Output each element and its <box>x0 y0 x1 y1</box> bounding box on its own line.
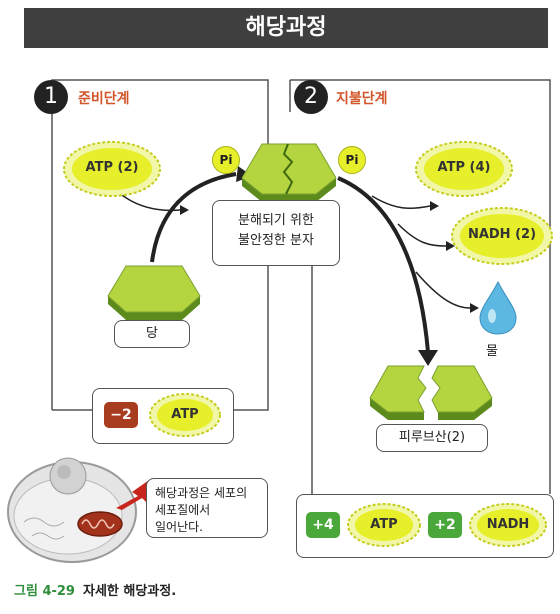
water-label: 물 <box>486 344 498 359</box>
pyruvate-label: 피루브산(2) <box>376 424 488 452</box>
gain-atp-burst <box>347 503 421 547</box>
pi-right: Pi <box>338 146 366 174</box>
atp-out-label: ATP (4) <box>437 160 491 175</box>
arrow-atp-in <box>117 191 181 212</box>
figure-caption-text: 자세한 해당과정. <box>82 584 177 599</box>
sugar-hexagon <box>107 265 201 320</box>
unstable-molecule-label: 분해되기 위한 불안정한 분자 <box>212 200 340 266</box>
gain-nadh-burst <box>469 503 547 547</box>
cost-atp-burst <box>149 393 221 437</box>
gain-atp-value: +4 <box>306 512 340 538</box>
arrow-sugar-to-molecule <box>150 172 237 263</box>
atp-in-burst <box>63 141 161 197</box>
nadh-out-burst <box>451 207 553 265</box>
gain-atp-label: ATP <box>370 517 398 532</box>
cell-note: 해당과정은 세포의 세포질에서 일어난다. <box>146 478 268 538</box>
sugar-label: 당 <box>114 320 190 348</box>
unstable-molecule-hexagon <box>241 143 337 202</box>
pi-left: Pi <box>212 146 240 174</box>
phase1-number: 1 <box>34 80 68 114</box>
phase2-number: 2 <box>294 80 328 114</box>
phase2-label: 지불단계 <box>336 91 388 107</box>
gain-nadh-label: NADH <box>486 517 530 532</box>
diagram-title: 해당과정 <box>24 8 548 48</box>
arrow-to-water <box>415 271 471 309</box>
nadh-out-label: NADH (2) <box>467 227 537 242</box>
pyruvate-hexagon <box>369 365 493 420</box>
phase2-frame <box>290 79 551 494</box>
phase1-frame <box>51 79 269 411</box>
cell-illustration <box>7 457 137 563</box>
figure-number: 그림 4-29 <box>14 584 75 599</box>
gain-nadh-value: +2 <box>428 512 462 538</box>
water-drop-icon <box>479 280 517 335</box>
arrow-to-pyruvate <box>337 176 430 353</box>
phase1-label: 준비단계 <box>78 91 130 107</box>
mitochondrion <box>77 511 123 537</box>
arrow-to-atp4 <box>371 195 431 210</box>
pointer-arrow <box>116 478 152 510</box>
atp-in-label: ATP (2) <box>85 160 139 175</box>
cost-atp-label: ATP <box>171 407 199 422</box>
arrow-to-nadh <box>397 223 447 247</box>
atp-out-burst <box>415 141 513 197</box>
cost-value: −2 <box>104 402 138 428</box>
figure-caption: 그림 4-29 자세한 해당과정. <box>14 580 176 599</box>
